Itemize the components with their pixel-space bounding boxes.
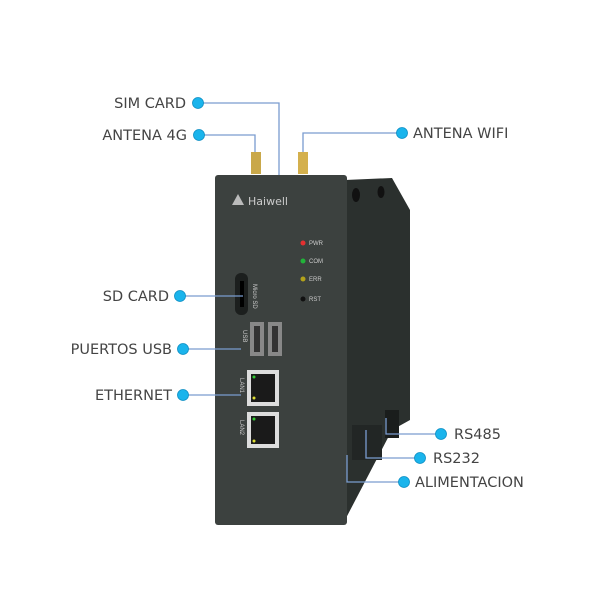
callout-dot-usb bbox=[177, 343, 189, 355]
led-pwr: PWR bbox=[300, 240, 324, 247]
lan2-label: LAN2 bbox=[238, 420, 244, 436]
reset-button[interactable]: RST bbox=[300, 296, 322, 304]
callout-dot-rs232 bbox=[414, 452, 426, 464]
led-com: COM bbox=[300, 258, 323, 265]
usb-port-label: USB bbox=[241, 330, 247, 342]
led-err: ERR bbox=[300, 276, 322, 283]
svg-text:PWR: PWR bbox=[309, 241, 324, 247]
antenna-4g-connector bbox=[251, 152, 261, 174]
label-ethernet: ETHERNET bbox=[95, 388, 172, 404]
label-sd-card: SD CARD bbox=[103, 289, 169, 305]
label-puertos-usb: PUERTOS USB bbox=[71, 342, 172, 358]
svg-text:ERR: ERR bbox=[309, 277, 322, 283]
label-rs232: RS232 bbox=[433, 451, 480, 467]
label-antena-4g: ANTENA 4G bbox=[102, 128, 187, 144]
label-antena-wifi: ANTENA WIFI bbox=[413, 126, 508, 142]
label-alimentacion: ALIMENTACION bbox=[415, 475, 524, 491]
label-rs485: RS485 bbox=[454, 427, 501, 443]
haiwell-logo-icon bbox=[232, 194, 244, 205]
lan1-label: LAN1 bbox=[238, 378, 244, 394]
sd-port-label: Micro SD bbox=[251, 284, 257, 309]
device-side bbox=[345, 178, 410, 520]
antenna-wifi-connector bbox=[298, 152, 308, 174]
callout-dot-sim bbox=[192, 97, 204, 109]
callout-dot-sd bbox=[174, 290, 186, 302]
label-sim-card: SIM CARD bbox=[114, 96, 186, 112]
svg-text:RST: RST bbox=[309, 297, 321, 303]
svg-text:COM: COM bbox=[309, 259, 323, 265]
brand-logo: Haiwell bbox=[248, 195, 288, 208]
callout-dot-ethernet bbox=[177, 389, 189, 401]
callout-dot-wifi bbox=[396, 127, 408, 139]
callout-dot-rs485 bbox=[435, 428, 447, 440]
callout-dot-alimentacion bbox=[398, 476, 410, 488]
callout-dot-4g bbox=[193, 129, 205, 141]
